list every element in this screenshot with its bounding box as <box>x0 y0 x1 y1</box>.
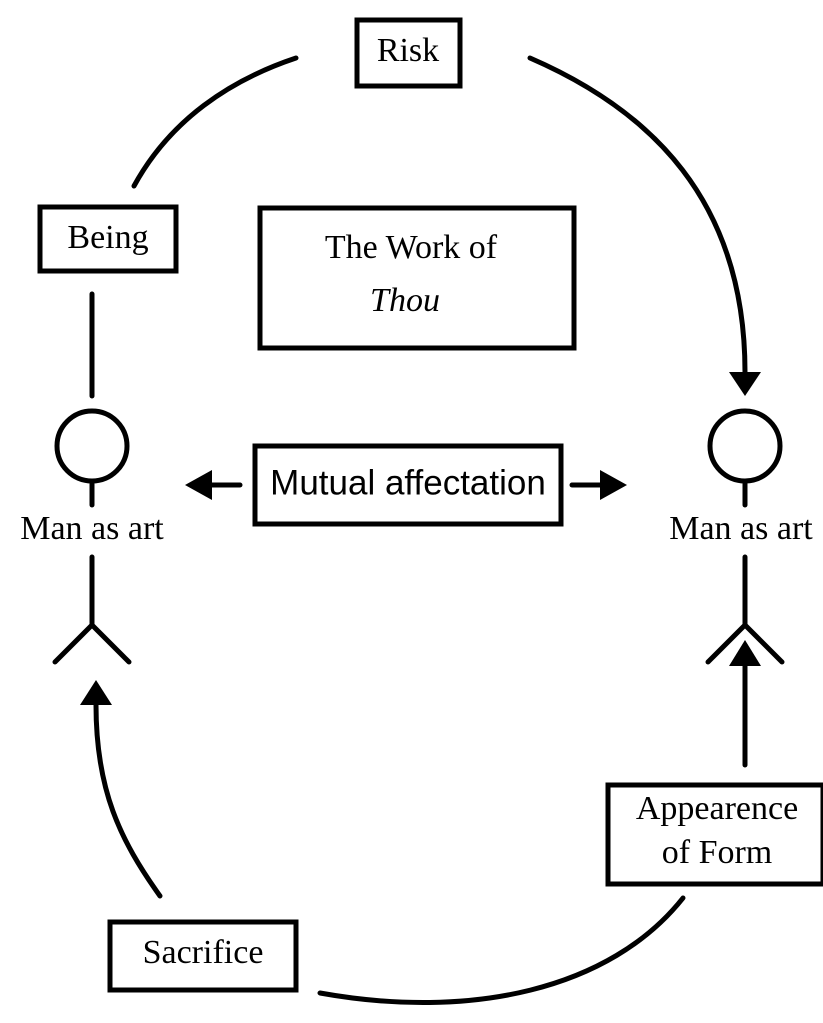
connector-risk-to-man-right <box>527 55 748 375</box>
risk-box <box>354 17 463 89</box>
man-as-art-left-label: Man as art <box>20 510 164 547</box>
mutual-affectation-box <box>252 443 564 527</box>
arrowhead-up-right <box>729 640 761 666</box>
risk-label: Risk <box>377 32 439 69</box>
work-of-thou-box <box>257 205 577 351</box>
connector-appearance-to-sacrifice <box>317 895 686 1006</box>
mutual-affectation-label: Mutual affectation <box>270 463 546 502</box>
man-left-figure-icon <box>52 408 132 665</box>
work-of-thou-line2: Thou <box>370 282 440 319</box>
appearance-box <box>605 782 823 887</box>
man-right-figure-icon <box>705 408 785 665</box>
sacrifice-box <box>107 919 299 993</box>
man-as-art-right-label: Man as art <box>669 510 813 547</box>
being-box <box>37 204 179 274</box>
arrowhead-up-left <box>80 680 112 705</box>
connector-sacrifice-to-man-left <box>93 702 163 899</box>
appearance-line1: Appearence <box>636 790 798 827</box>
being-label: Being <box>67 219 148 256</box>
sacrifice-label: Sacrifice <box>143 934 264 971</box>
mutual-arrow-right-head <box>600 470 627 500</box>
work-of-thou-line1: The Work of <box>325 229 498 266</box>
mutual-arrow-left-head <box>185 470 212 500</box>
arrowhead-down-right <box>729 372 761 396</box>
appearance-line2: of Form <box>662 834 773 871</box>
connector-being-to-risk <box>131 55 299 189</box>
